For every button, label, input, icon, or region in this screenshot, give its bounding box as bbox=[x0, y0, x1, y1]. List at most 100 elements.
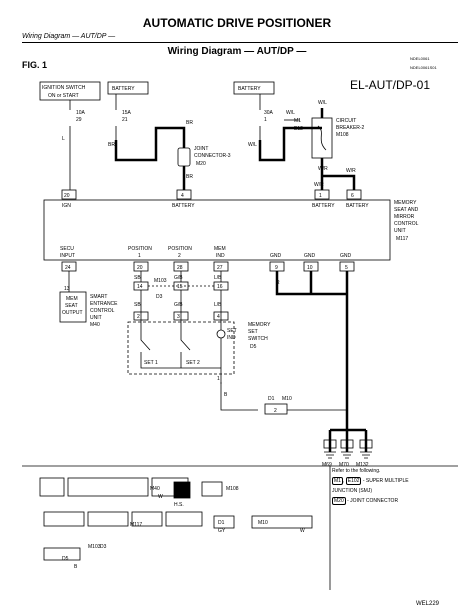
d3-code-bot: D3 bbox=[156, 294, 163, 300]
sw-pin-2: 3 bbox=[177, 314, 180, 320]
bottom-label-pos1-2: 1 bbox=[138, 253, 141, 259]
unit-label-1: MEMORY bbox=[394, 200, 417, 206]
wire-b-1: B bbox=[224, 392, 228, 398]
top-pin-label-1: IGN bbox=[62, 203, 71, 209]
switch-ind-1: SET bbox=[227, 328, 237, 334]
joint-code: M20 bbox=[196, 161, 206, 167]
bottom-label-pos1-1: POSITION bbox=[128, 246, 152, 252]
switch-set2: SET 2 bbox=[186, 360, 200, 366]
breaker-label-2: BREAKER-2 bbox=[336, 125, 365, 131]
bottom-pin-num-1: 24 bbox=[65, 265, 71, 271]
page-title: AUTOMATIC DRIVE POSITIONER bbox=[142, 16, 332, 30]
wire-l: L bbox=[62, 136, 65, 142]
fuse-bat1-amp: 15A bbox=[122, 110, 132, 116]
circuit-breaker-2 bbox=[311, 117, 333, 159]
notes-text-1: - SUPER MULTIPLE bbox=[362, 478, 409, 484]
pin-batt-3 bbox=[346, 189, 362, 200]
memory-control-unit-body bbox=[43, 199, 391, 261]
wire-br-2: BR bbox=[186, 120, 193, 126]
wire-sb-1: SB bbox=[134, 275, 141, 281]
unit-code: M117 bbox=[396, 236, 408, 242]
tag-d1: D1 bbox=[218, 520, 225, 526]
unit-label-5: UNIT bbox=[394, 228, 406, 234]
switch-set1: SET 1 bbox=[144, 360, 158, 366]
wire-lb-1: L/B bbox=[214, 275, 222, 281]
notes-code-e102: E102 bbox=[345, 477, 362, 485]
battery-box-1 bbox=[107, 81, 149, 95]
top-pin-label-2: BATTERY bbox=[172, 203, 195, 209]
gnd-conn-pin: 2 bbox=[274, 408, 277, 414]
switch-code: D5 bbox=[250, 344, 257, 350]
wire-wr-1: W/R bbox=[318, 166, 328, 172]
fuse-ign-amp: 10A bbox=[76, 110, 86, 116]
switch-label-3: SWITCH bbox=[248, 336, 268, 342]
pin-ign bbox=[61, 189, 77, 200]
ignition-label: IGNITION SWITCH bbox=[42, 85, 86, 91]
smart-label-2: ENTRANCE bbox=[90, 301, 118, 307]
tag-m117: M117 bbox=[130, 522, 142, 528]
notes-item-3: M20 - JOINT CONNECTOR bbox=[332, 496, 409, 506]
bottom-label-pos2-1: POSITION bbox=[168, 246, 192, 252]
top-pin-num-1: 20 bbox=[64, 193, 70, 199]
fuse-bat2-amp: 30A bbox=[264, 110, 274, 116]
ref-code-1: NDEL0061 bbox=[410, 56, 430, 61]
wire-wr-3: W/R bbox=[346, 168, 356, 174]
top-pin-label-3: BATTERY bbox=[312, 203, 335, 209]
top-pin-num-2: 4 bbox=[181, 193, 184, 199]
bottom-pin-num-3: 28 bbox=[177, 265, 183, 271]
bottom-label-gnd-2: GND bbox=[304, 253, 316, 259]
header-rule bbox=[22, 42, 458, 43]
ground-m132: M132 bbox=[356, 462, 369, 468]
switch-label-1: MEMORY bbox=[248, 322, 271, 328]
m1-code: M1 bbox=[294, 118, 301, 124]
diagram-code: EL-AUT/DP-01 bbox=[350, 78, 431, 92]
bottom-pin-num-6: 10 bbox=[307, 265, 313, 271]
bottom-label-gnd-3: GND bbox=[340, 253, 352, 259]
wire-gb-1: G/B bbox=[174, 275, 183, 281]
wire-wr-2: W/R bbox=[314, 182, 324, 188]
sw-pin-4: 1 bbox=[217, 376, 220, 382]
gnd-conn-right: M10 bbox=[282, 396, 292, 402]
tag-d5: D5 bbox=[62, 556, 69, 562]
wire-sb-2: SB bbox=[134, 302, 141, 308]
wire-wl-3: W/L bbox=[318, 100, 327, 106]
gnd-conn-left: D1 bbox=[268, 396, 275, 402]
fuse-bat1-num: 21 bbox=[122, 117, 128, 123]
joint-label-1: JOINT bbox=[194, 146, 208, 152]
top-pin-num-3: 1 bbox=[319, 193, 322, 199]
battery-label-2: BATTERY bbox=[238, 86, 261, 92]
smart-pin: 13 bbox=[64, 286, 70, 292]
reference-notes: Refer to the following. M1, E102 - SUPER… bbox=[332, 466, 409, 506]
bottom-pin-num-2: 20 bbox=[137, 265, 143, 271]
tag-gy: GY bbox=[218, 528, 226, 534]
d3-code-top: M103 bbox=[154, 278, 167, 284]
wire-wl-1: W/L bbox=[248, 142, 257, 148]
ignition-label-2: ON or START bbox=[48, 93, 79, 99]
bottom-label-secu-2: INPUT bbox=[60, 253, 75, 259]
pin-batt-1 bbox=[176, 189, 192, 200]
tag-w: W bbox=[158, 494, 163, 500]
top-pin-num-4: 6 bbox=[351, 193, 354, 199]
wire-wl-2: W/L bbox=[286, 110, 295, 116]
bottom-pin-num-4: 27 bbox=[217, 265, 223, 271]
wire-br-1: BR bbox=[108, 142, 115, 148]
tag-m108: M108 bbox=[226, 486, 239, 492]
smart-box-2: SEAT bbox=[65, 303, 78, 309]
tag-m10: M10 bbox=[258, 520, 268, 526]
smart-label-4: UNIT bbox=[90, 315, 102, 321]
bottom-label-gnd-1: GND bbox=[270, 253, 282, 259]
unit-label-2: SEAT AND bbox=[394, 207, 419, 213]
breaker-label-1: CIRCUIT bbox=[336, 118, 356, 124]
bottom-label-pos2-2: 2 bbox=[178, 253, 181, 259]
notes-item-1: M1, E102 - SUPER MULTIPLE bbox=[332, 477, 409, 485]
fuse-bat2-num: 1 bbox=[264, 117, 267, 123]
smart-box-1: MEM bbox=[66, 296, 78, 302]
unit-label-4: CONTROL bbox=[394, 221, 419, 227]
tag-m40: M40 bbox=[150, 486, 160, 492]
sw-pin-3: 4 bbox=[217, 314, 220, 320]
battery-box-2 bbox=[233, 81, 275, 95]
bottom-label-mem-2: IND bbox=[216, 253, 225, 259]
section-subtitle: Wiring Diagram — AUT/DP — bbox=[22, 33, 116, 40]
joint-connector-3 bbox=[177, 147, 191, 167]
